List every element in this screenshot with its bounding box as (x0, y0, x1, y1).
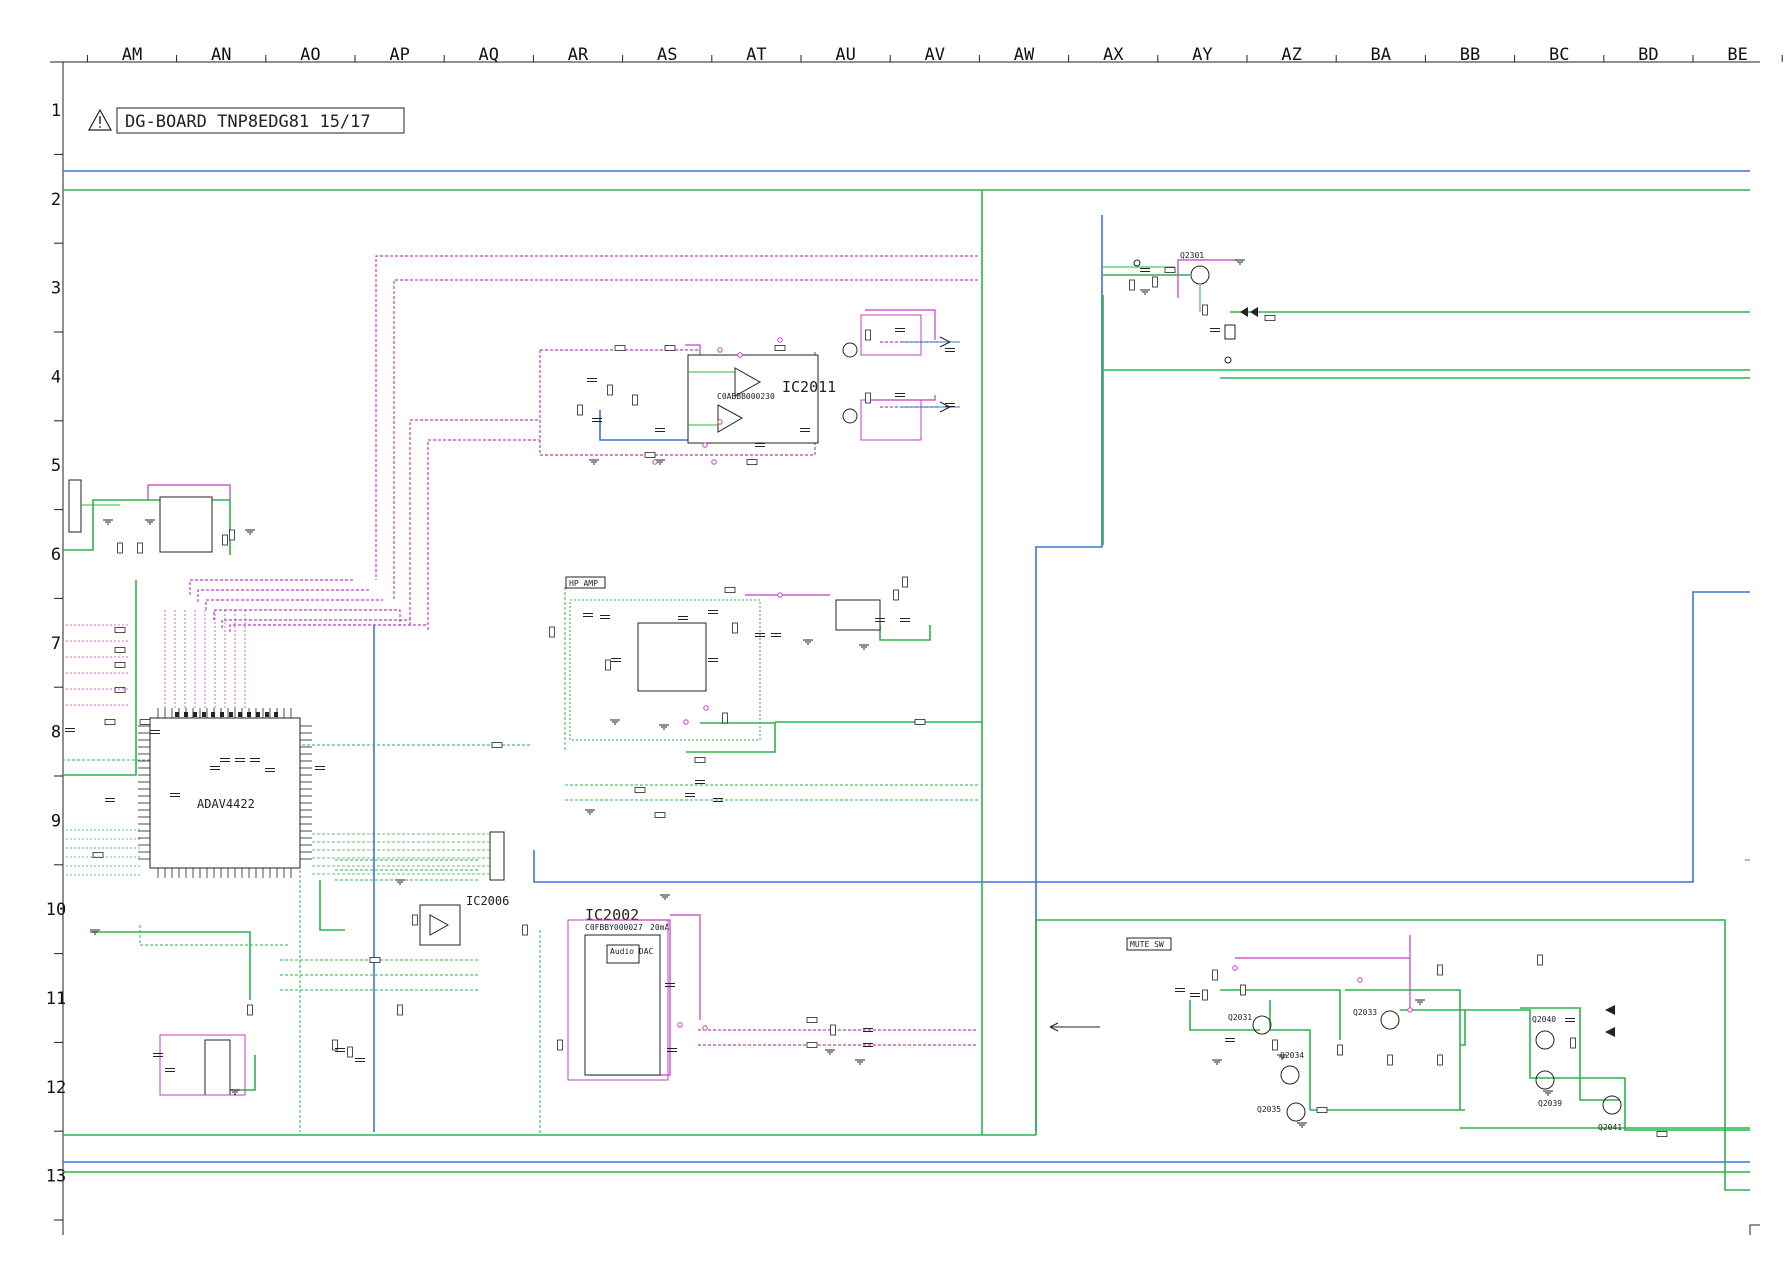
sheet-title: DG-BOARD TNP8EDG81 15/17 (125, 112, 371, 132)
ic2001: ADAV4422 (138, 708, 312, 878)
ic2006-ref: IC2006 (466, 894, 509, 908)
row-label: 1 (51, 101, 61, 121)
row-label: 13 (46, 1167, 66, 1187)
row-label: 8 (51, 723, 61, 743)
row-label: 5 (51, 456, 61, 476)
ic2002-label: Audio DAC (610, 947, 654, 956)
row-label: 6 (51, 545, 61, 565)
column-label: AP (389, 45, 409, 65)
q2301-ref: Q2301 (1180, 251, 1204, 260)
ic2002-note: 20mA (650, 923, 669, 932)
row-label: 4 (51, 367, 61, 387)
row-label: 7 (51, 634, 61, 654)
passive-components (65, 259, 1668, 1137)
column-label: AR (568, 45, 589, 65)
column-label: AV (925, 45, 945, 65)
row-label: 3 (51, 279, 61, 299)
sheet-frame (50, 61, 1760, 1235)
mute-transistors: Q2031 Q2033 Q2034 Q2035 Q2040 Q2039 Q204… (1049, 1005, 1622, 1132)
hp-amp-block: HP AMP (565, 576, 881, 741)
q2041-ref: Q2041 (1598, 1123, 1622, 1132)
column-label: AM (122, 45, 142, 65)
column-labels: AM AN AO AP AQ AR AS AT AU AV AW AX AY AZ BA BB BC BD BE (86, 45, 1783, 65)
column-label: BC (1549, 45, 1569, 65)
row-label: 11 (46, 989, 66, 1009)
ic2001-part: ADAV4422 (197, 797, 255, 811)
connector-left (489, 831, 505, 881)
caution-triangle-icon (87, 108, 113, 131)
column-label: AO (300, 45, 320, 65)
title-block: DG-BOARD TNP8EDG81 15/17 (87, 107, 405, 134)
ic2002: Audio DAC IC2002 C0FBBY000027 20mA (567, 906, 669, 1081)
column-label: AN (211, 45, 231, 65)
q2034-ref: Q2034 (1280, 1051, 1304, 1060)
column-label: AY (1192, 45, 1212, 65)
column-label: BD (1638, 45, 1658, 65)
row-label: 2 (51, 190, 61, 210)
ic2011-output-stage (842, 314, 960, 441)
ic2011: C0ABBB000230 IC2011 (687, 354, 836, 444)
mute-sw-block: MUTE SW (1126, 937, 1172, 951)
column-label: AT (746, 45, 766, 65)
column-label: AW (1014, 45, 1035, 65)
magenta-signal-routes (147, 255, 1411, 1076)
q2031-ref: Q2031 (1228, 1013, 1252, 1022)
ic2002-ref: IC2002 (585, 906, 639, 924)
column-label: AS (657, 45, 677, 65)
q2301-circuit: Q2301 (1103, 251, 1258, 364)
column-label: AU (835, 45, 855, 65)
ic2006: IC2006 (419, 894, 509, 946)
ic2002-part: C0FBBY000027 (585, 923, 643, 932)
q2039-ref: Q2039 (1538, 1099, 1562, 1108)
ic2011-ref: IC2011 (782, 378, 836, 396)
bottom-left-ic (159, 1034, 246, 1096)
column-label: BA (1371, 45, 1391, 65)
blue-wiring (63, 170, 1750, 1163)
column-label: AQ (479, 45, 499, 65)
column-label: AZ (1281, 45, 1301, 65)
column-label: BB (1460, 45, 1480, 65)
column-label: AX (1103, 45, 1124, 65)
row-label: 9 (51, 811, 61, 831)
green-wiring (63, 189, 1750, 1191)
ic2011-part: C0ABBB000230 (717, 392, 775, 401)
q2033-ref: Q2033 (1353, 1008, 1377, 1017)
ic2001-pins (138, 708, 312, 878)
left-regulator (68, 479, 213, 553)
column-label: BE (1727, 45, 1747, 65)
hp-amp-label: HP AMP (569, 579, 598, 588)
mute-sw-label: MUTE SW (1130, 940, 1164, 949)
row-label: 12 (46, 1078, 66, 1098)
row-label: 10 (46, 900, 66, 920)
q2040-ref: Q2040 (1532, 1015, 1556, 1024)
q2035-ref: Q2035 (1257, 1105, 1281, 1114)
